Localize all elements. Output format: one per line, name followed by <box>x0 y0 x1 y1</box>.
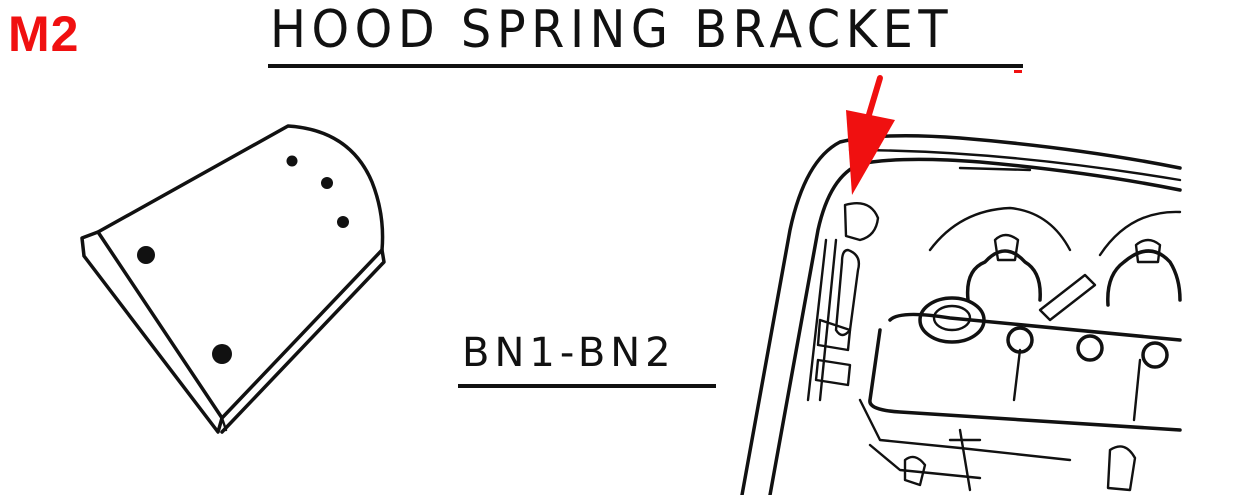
bracket-hole-small-2 <box>321 177 333 189</box>
throttle-linkage <box>1038 273 1097 322</box>
spark-plug-2 <box>1076 334 1104 362</box>
bracket-hole-small-3 <box>337 216 349 228</box>
hood-strut <box>806 238 838 402</box>
filler-cap <box>918 296 986 344</box>
bracket-illustration <box>80 124 386 434</box>
strut-links <box>814 318 852 387</box>
red-mark <box>1014 70 1022 73</box>
lower-pipes <box>858 398 1072 480</box>
air-cleaner-arc-2 <box>1098 210 1182 257</box>
valve-cover <box>868 312 1182 432</box>
model-label: BN1-BN2 <box>462 330 676 376</box>
arrow-shaft <box>865 75 883 121</box>
spring-bracket-location <box>843 201 880 242</box>
hood-frame-rail-2 <box>958 166 1032 172</box>
air-cleaner-arc-1 <box>928 206 1072 252</box>
page-title: HOOD SPRING BRACKET <box>270 0 954 60</box>
bracket-plate-outline <box>96 124 385 420</box>
hood-frame-rail <box>848 148 1182 182</box>
spark-plug-3 <box>1141 341 1169 369</box>
hood-frame-inner <box>768 157 1182 495</box>
pointer-arrow <box>846 75 895 195</box>
carburettor-dome-1 <box>965 249 1042 302</box>
valve-cover-ribs <box>1012 348 1142 422</box>
arrow-head <box>846 110 895 195</box>
part-code: M2 <box>8 6 80 62</box>
hood-spring <box>834 248 861 337</box>
carburettor-top-1 <box>993 233 1020 262</box>
carburettor-dome-2 <box>1106 249 1182 307</box>
lower-fitting <box>903 445 1137 492</box>
bracket-hole-small-1 <box>286 155 298 167</box>
title-underline <box>268 64 1023 68</box>
bracket-edge-thickness <box>220 248 386 434</box>
lower-bolt <box>948 428 982 492</box>
bracket-hole-large-1 <box>137 246 155 264</box>
bracket-fold-line <box>220 416 228 432</box>
hood-frame-outer <box>740 134 1182 495</box>
bracket-hole-large-2 <box>212 344 232 364</box>
model-underline <box>458 384 716 388</box>
engine-bay-illustration <box>740 134 1182 495</box>
bracket-left-flange <box>80 230 224 434</box>
spark-plug-1 <box>1006 326 1034 354</box>
filler-cap-inner <box>932 304 972 332</box>
carburettor-top-2 <box>1134 238 1162 264</box>
